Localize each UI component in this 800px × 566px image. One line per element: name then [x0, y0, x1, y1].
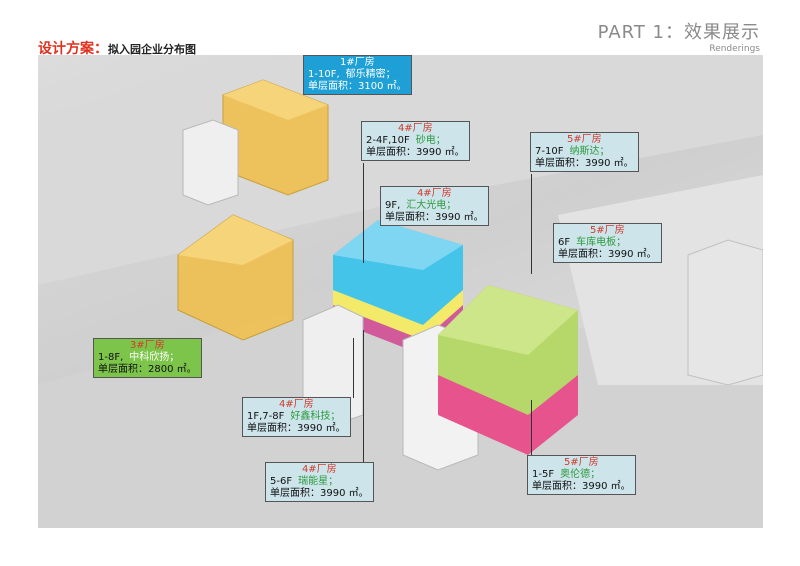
label-floors: 9F, — [385, 200, 401, 211]
label-floors: 1-10F, — [308, 69, 340, 80]
label-company: 中科欣扬； — [129, 352, 180, 363]
label-area: 单层面积：3990 ㎡。 — [535, 158, 634, 169]
title-sub: 拟入园企业分布图 — [108, 43, 196, 56]
label-head: 5#厂房 — [589, 225, 625, 236]
label-area: 单层面积：2800 ㎡。 — [98, 364, 197, 375]
label-company: 砂电； — [415, 135, 446, 146]
label-building-3: 3#厂房 1-8F, 中科欣扬； 单层面积：2800 ㎡。 — [93, 338, 202, 378]
part-title: PART 1：效果展示 — [597, 22, 760, 43]
page-title: 设计方案：拟入园企业分布图 — [38, 38, 196, 58]
buildings-illustration — [38, 55, 763, 528]
label-area: 单层面积：3990 ㎡。 — [385, 212, 484, 223]
label-building-1: 1#厂房 1-10F, 郁乐精密； 单层面积：3100 ㎡。 — [303, 55, 412, 95]
label-floors: 5-6F — [270, 476, 293, 487]
connector-line — [531, 174, 532, 274]
part-subtitle: Renderings — [709, 44, 760, 54]
label-building-4d: 4#厂房 5-6F 瑞能星； 单层面积：3990 ㎡。 — [265, 462, 374, 502]
label-building-4a: 4#厂房 2-4F,10F 砂电； 单层面积：3990 ㎡。 — [361, 121, 470, 161]
label-building-4c: 4#厂房 1F,7-8F 好鑫科技； 单层面积：3990 ㎡。 — [242, 397, 351, 437]
label-head: 1#厂房 — [339, 57, 375, 68]
label-company: 纳斯达； — [569, 146, 610, 157]
label-head: 4#厂房 — [397, 123, 433, 134]
label-area: 单层面积：3990 ㎡。 — [247, 423, 346, 434]
connector-line — [531, 400, 532, 455]
label-area: 单层面积：3990 ㎡。 — [366, 147, 465, 158]
label-building-5a: 5#厂房 7-10F 纳斯达； 单层面积：3990 ㎡。 — [530, 132, 639, 172]
label-area: 单层面积：3990 ㎡。 — [270, 488, 369, 499]
label-area: 单层面积：3990 ㎡。 — [558, 249, 657, 260]
part-header: PART 1：效果展示 Renderings — [598, 18, 760, 54]
label-head: 4#厂房 — [301, 464, 337, 475]
label-area: 单层面积：3990 ㎡。 — [532, 481, 631, 492]
label-head: 3#厂房 — [129, 340, 165, 351]
building-3 — [177, 214, 294, 341]
label-company: 瑞能星； — [298, 476, 339, 487]
label-area: 单层面积：3100 ㎡。 — [308, 81, 407, 92]
label-floors: 1F,7-8F — [247, 411, 285, 422]
connector-line — [353, 338, 354, 398]
label-head: 5#厂房 — [566, 134, 602, 145]
building-4 — [333, 220, 463, 355]
connector-line — [363, 163, 364, 263]
label-company: 郁乐精密； — [345, 69, 396, 80]
label-floors: 7-10F — [535, 146, 564, 157]
label-floors: 1-5F — [532, 469, 555, 480]
label-building-5b: 5#厂房 6F 车库电板； 单层面积：3990 ㎡。 — [553, 223, 662, 263]
label-company: 好鑫科技； — [290, 411, 341, 422]
label-company: 奥伦德； — [560, 469, 601, 480]
label-floors: 2-4F,10F — [366, 135, 410, 146]
label-head: 5#厂房 — [563, 457, 599, 468]
label-company: 汇大光电； — [406, 200, 457, 211]
connector-line — [363, 330, 364, 463]
building-5 — [438, 285, 578, 455]
label-floors: 6F — [558, 237, 571, 248]
label-floors: 1-8F, — [98, 352, 124, 363]
label-head: 4#厂房 — [416, 188, 452, 199]
label-building-4b: 4#厂房 9F, 汇大光电； 单层面积：3990 ㎡。 — [380, 186, 489, 226]
label-company: 车库电板； — [576, 237, 627, 248]
title-main: 设计方案： — [38, 41, 108, 57]
label-building-5c: 5#厂房 1-5F 奥伦德； 单层面积：3990 ㎡。 — [527, 455, 636, 495]
label-head: 4#厂房 — [278, 399, 314, 410]
